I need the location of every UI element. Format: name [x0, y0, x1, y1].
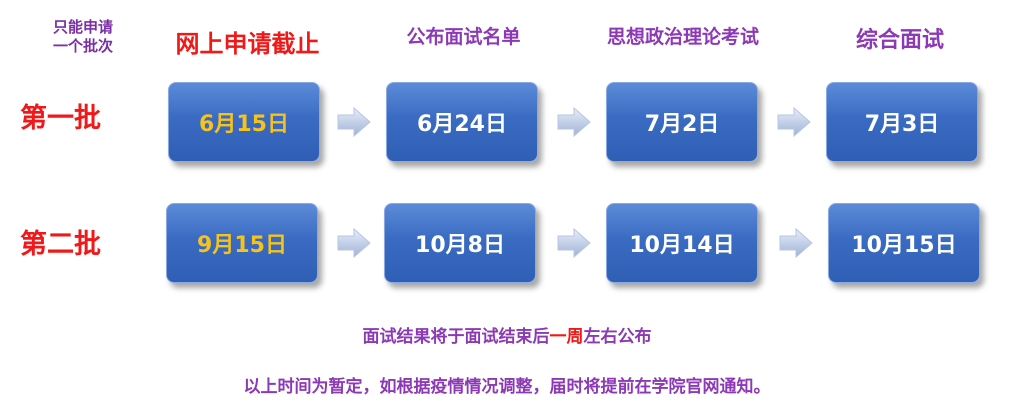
result-announcement-note: 面试结果将于面试结束后一周左右公布: [0, 322, 1014, 347]
batch-2-list-date: 10月8日: [384, 203, 536, 283]
tentative-schedule-note: 以上时间为暂定，如根据疫情情况调整，届时将提前在学院官网通知。: [243, 377, 771, 397]
single-batch-note: 只能申请 一个批次: [28, 18, 138, 56]
batch-2-interview-date: 10月15日: [828, 203, 980, 283]
batch-2-deadline-date: 9月15日: [166, 203, 318, 283]
arrow-right-icon: [777, 106, 811, 138]
arrow-right-icon: [557, 227, 591, 259]
batch-1-list-date: 6月24日: [386, 82, 538, 162]
batch-2-exam-date: 10月14日: [606, 203, 758, 283]
arrow-right-icon: [557, 106, 591, 138]
arrow-right-icon: [337, 227, 371, 259]
column-title-application-deadline: 网上申请截止: [175, 30, 320, 58]
batch-2-label: 第二批: [20, 229, 101, 260]
column-title-comprehensive-interview: 综合面试: [855, 28, 944, 53]
batch-1-deadline-date: 6月15日: [168, 82, 320, 162]
batch-1-interview-date: 7月3日: [826, 82, 978, 162]
arrow-right-icon: [337, 106, 371, 138]
note-line-1: 只能申请: [52, 18, 113, 36]
column-title-politics-exam: 思想政治理论考试: [606, 26, 759, 48]
note-line-2: 一个批次: [52, 37, 113, 55]
column-title-interview-list: 公布面试名单: [406, 26, 521, 48]
batch-1-exam-date: 7月2日: [606, 82, 758, 162]
result-note-before: 面试结果将于面试结束后: [362, 327, 550, 347]
batch-1-label: 第一批: [20, 103, 101, 134]
result-note-after: 左右公布: [583, 327, 652, 347]
result-note-highlight: 一周: [549, 327, 584, 347]
arrow-right-icon: [779, 227, 813, 259]
